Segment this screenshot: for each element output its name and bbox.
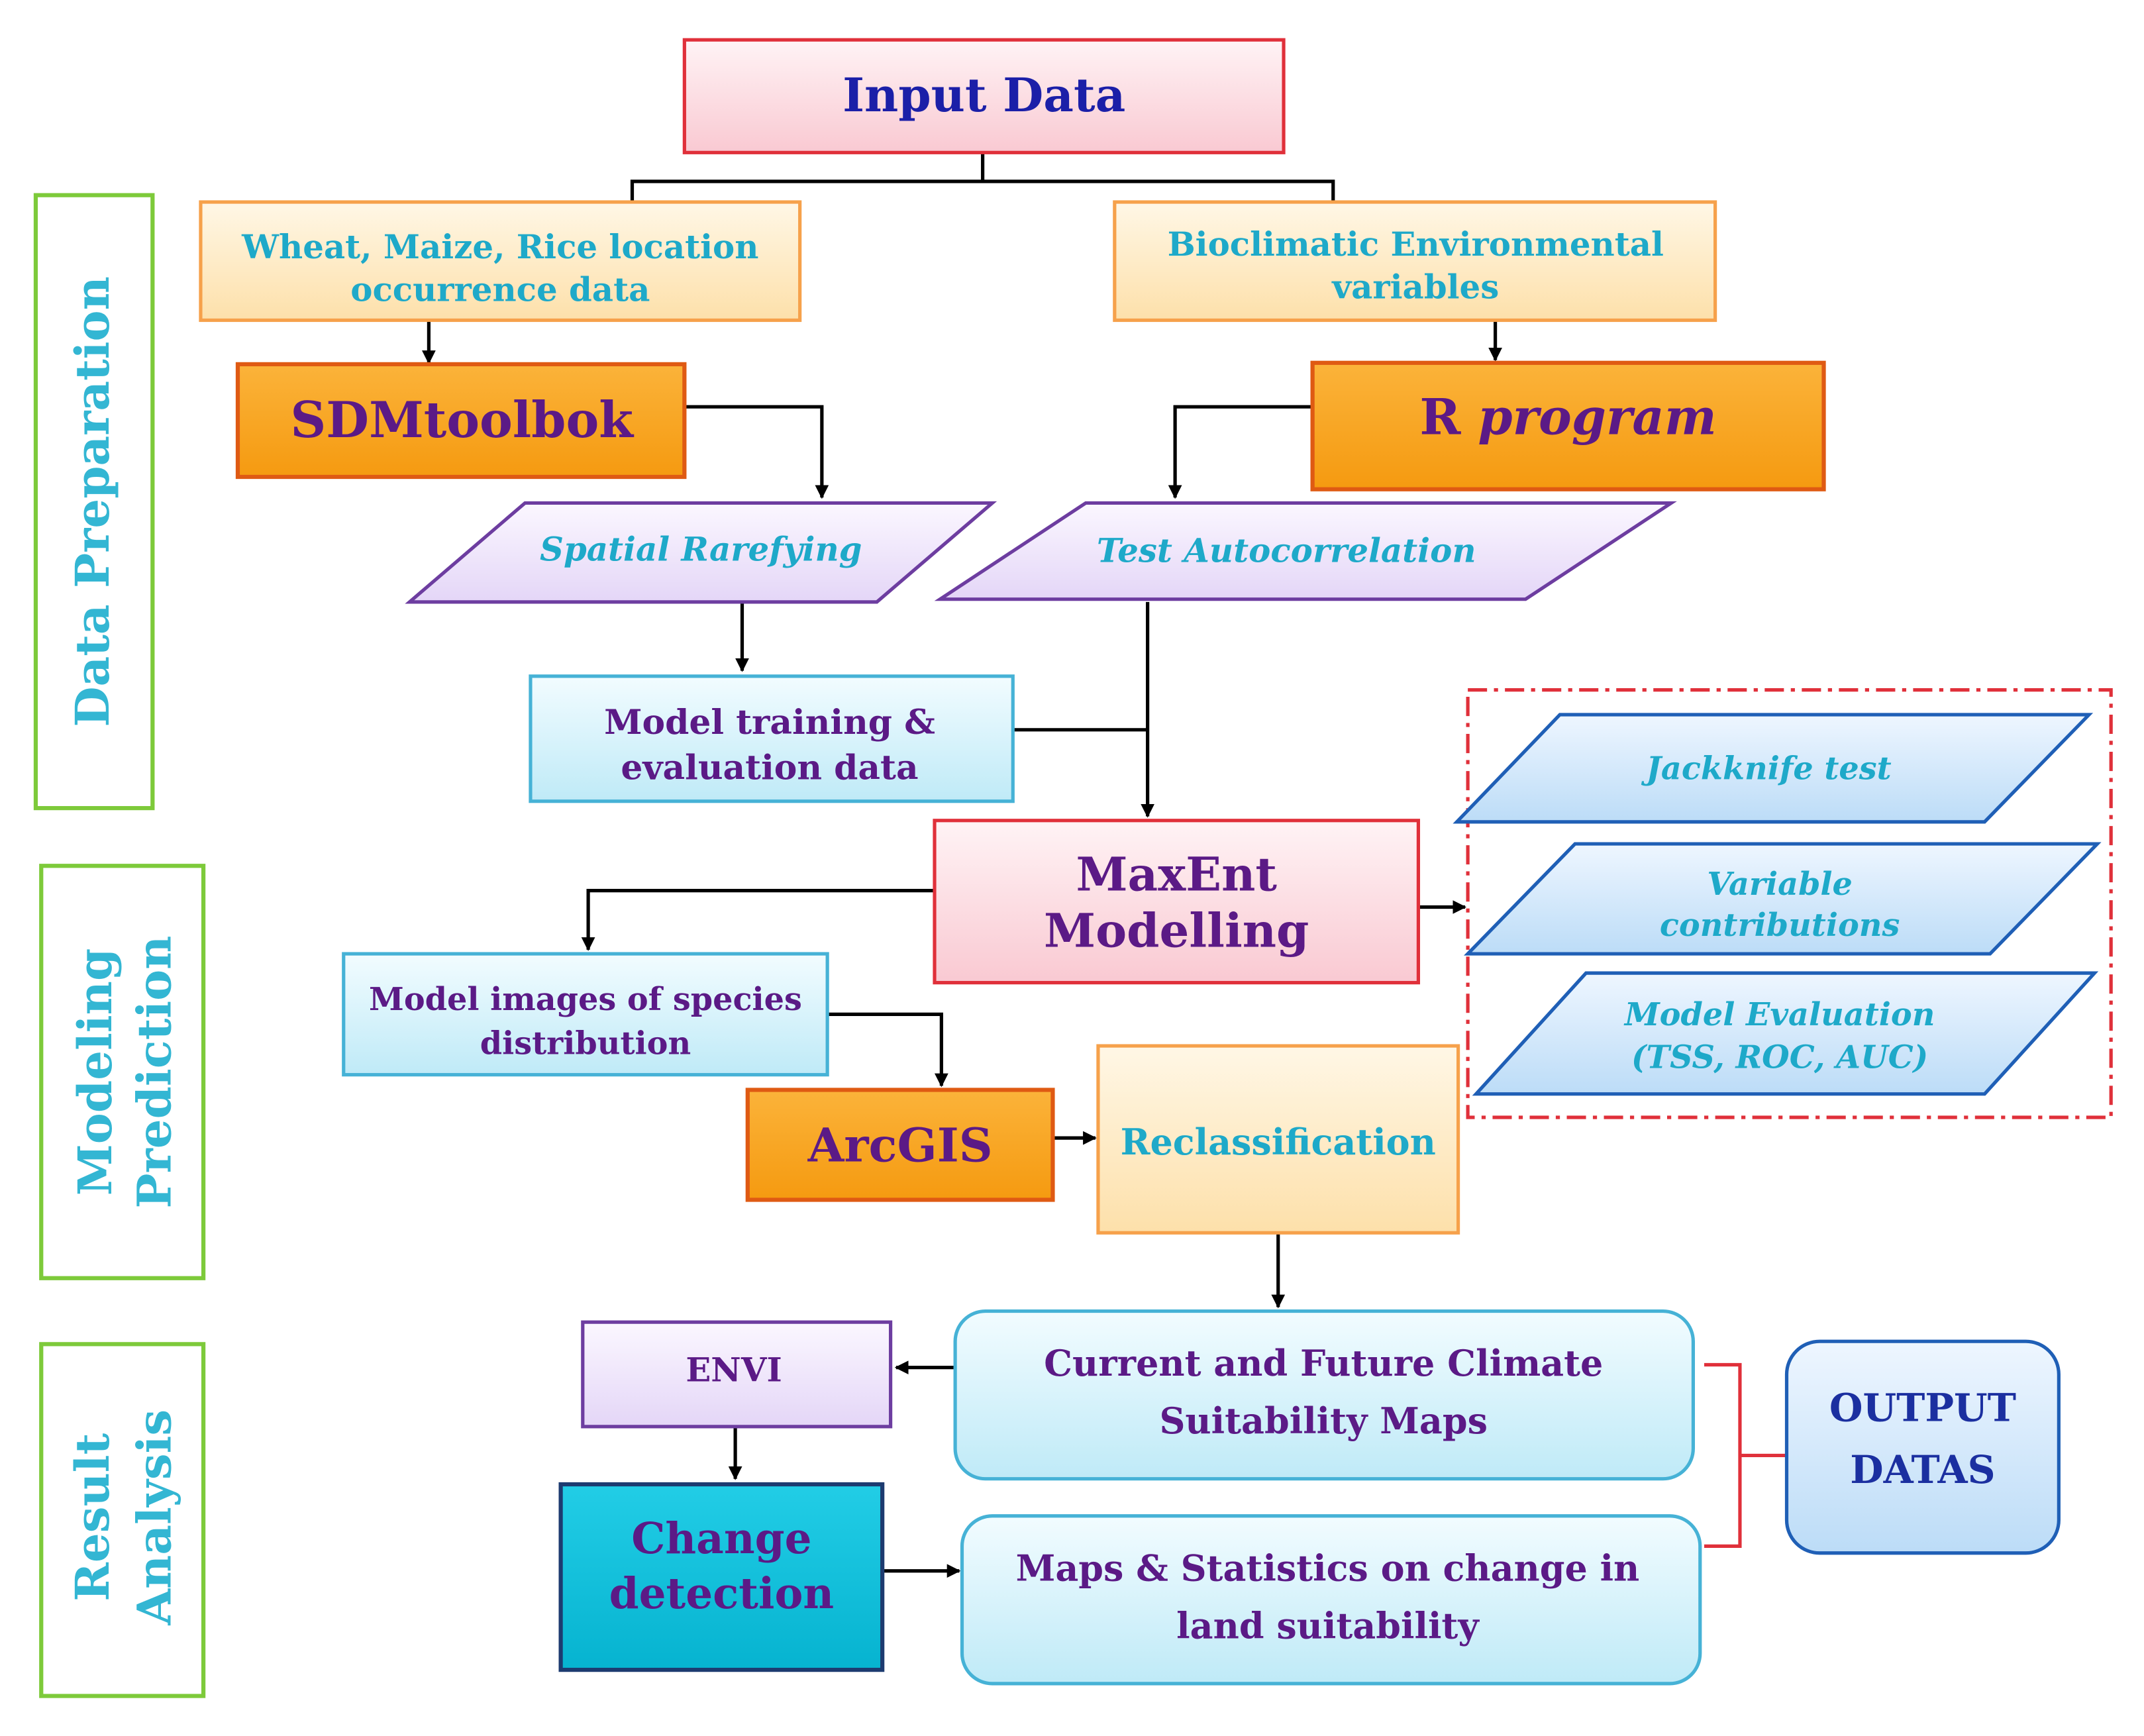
node-label-line-1: Variable [1707,866,1853,903]
node-bioclimatic: Bioclimatic Environmental variables [1113,200,1717,323]
node-label: Jackknife test [1641,750,1891,788]
node-maxent-modelling: MaxEnt Modelling [933,819,1420,985]
stage-label-line-2: Analysis [127,1409,181,1626]
node-label-line-2: Suitability Maps [1159,1400,1487,1442]
node-label: SDMtoolbok [290,391,635,449]
node-label-line-2: evaluation data [621,748,918,788]
brace-connector [630,179,1335,204]
node-label-line-1: Current and Future Climate [1044,1342,1603,1384]
node-envi: ENVI [581,1320,893,1429]
stage-result-analysis: Result Analysis [39,1342,206,1698]
program-label: program [1478,388,1716,446]
node-arcgis: ArcGIS [745,1088,1055,1202]
node-label-line-2: (TSS, ROC, AUC) [1631,1039,1928,1076]
node-label-line-1: Bioclimatic Environmental [1168,225,1664,264]
output-bracket [1704,1362,1787,1548]
node-output-datas: OUTPUT DATAS [1784,1339,2061,1555]
node-label: Input Data [842,68,1125,123]
stage-modeling-prediction: Modeling Prediction [39,864,206,1280]
stage-label: Data Preparation [65,276,120,727]
node-label-line-2: detection [609,1569,834,1619]
node-model-images: Model images of species distribution [342,952,829,1077]
node-label: Test Autocorrelation [1097,531,1476,570]
stage-label-line-1: Result [65,1433,120,1601]
node-model-evaluation: Model Evaluation (TSS, ROC, AUC) [1472,971,2099,1096]
node-label-line-1: OUTPUT [1829,1385,2016,1431]
node-variable-contributions: Variable contributions [1463,842,2102,956]
connectors [422,154,1502,1578]
node-label-line-2: DATAS [1850,1447,1995,1492]
node-model-training: Model training & evaluation data [529,674,1015,803]
node-label: ENVI [686,1350,782,1389]
node-label-line-1: Model images of species [369,981,802,1018]
node-sdmtoolbok: SDMtoolbok [235,362,687,480]
arrow-images-to-arcgis [827,1012,948,1088]
evaluation-panel [1466,688,2113,1119]
node-label-line-2: distribution [480,1025,691,1062]
node-label-line-1: Wheat, Maize, Rice location [241,227,758,266]
node-crop-occurrence: Wheat, Maize, Rice location occurrence d… [199,200,802,323]
node-change-detection: Change detection [558,1482,885,1672]
node-label-line-1: Model training & [604,702,935,742]
node-reclassification: Reclassification [1096,1044,1460,1235]
arrow-sdm-to-rarefying [684,405,829,499]
stage-label-line-2: Prediction [127,936,181,1209]
node-maps-statistics: Maps & Statistics on change in land suit… [960,1514,1702,1686]
stage-label-line-1: Modeling [68,948,123,1196]
node-label: Spatial Rarefying [540,530,862,569]
node-spatial-rarefying: Spatial Rarefying [405,501,997,604]
node-label: Reclassification [1121,1121,1436,1163]
node-label-line-2: variables [1331,267,1499,306]
r-label: R [1419,388,1461,446]
stage-data-preparation: Data Preparation [33,193,155,811]
node-suitability-maps: Current and Future Climate Suitability M… [953,1309,1695,1481]
node-test-autocorrelation: Test Autocorrelation [934,501,1677,601]
node-label-line-1: Model Evaluation [1623,996,1935,1033]
node-jackknife-test: Jackknife test [1453,713,2094,824]
node-label: R program [1419,388,1716,446]
node-label-line-1: Change [631,1514,811,1564]
node-label-line-2: Modelling [1044,903,1309,958]
node-label-line-2: occurrence data [350,270,650,309]
node-label: ArcGIS [807,1117,993,1172]
node-label-line-2: contributions [1660,907,1900,944]
node-label-line-2: land suitability [1176,1604,1480,1647]
node-input-data: Input Data [682,38,1286,154]
node-label-line-1: Maps & Statistics on change in [1016,1547,1640,1589]
arrow-maxent-to-images [581,889,935,951]
arrow-r-to-autocorrelation [1168,405,1313,499]
node-label-line-1: MaxEnt [1076,847,1277,902]
node-r-program: R program [1310,360,1826,491]
